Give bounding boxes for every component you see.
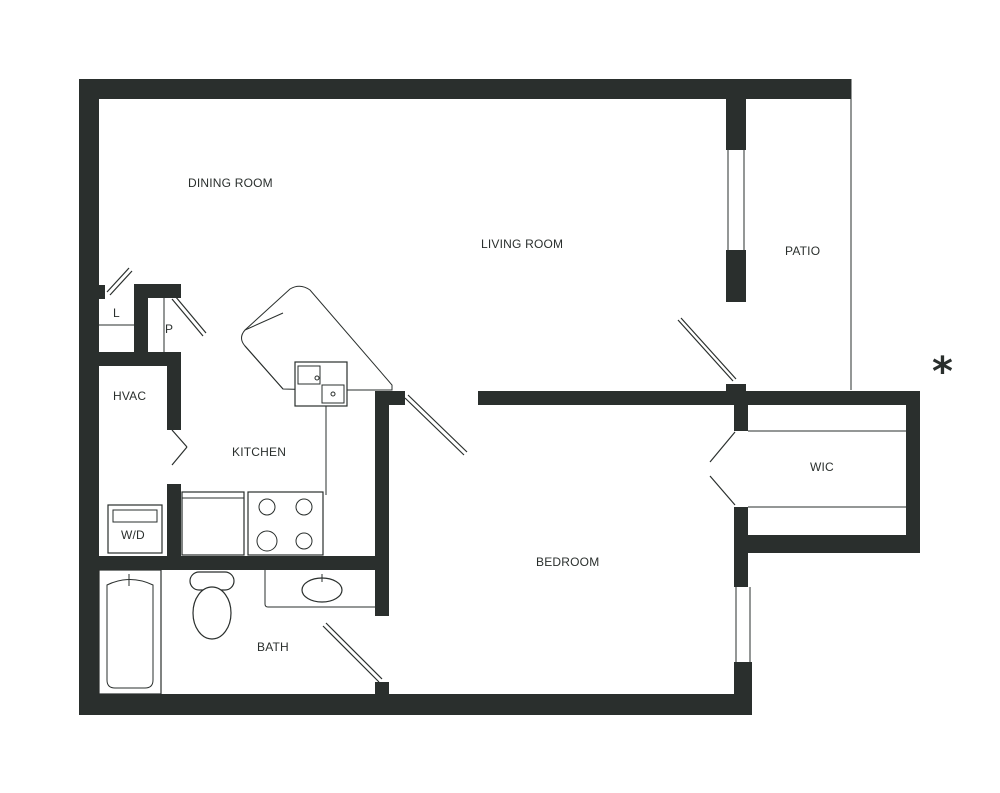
- bedroom-window: [735, 587, 751, 662]
- label-pantry: P: [165, 322, 173, 336]
- bathtub: [98, 569, 162, 695]
- wall-bottom: [79, 694, 752, 715]
- door-wic: [709, 431, 736, 463]
- wall-top: [79, 79, 851, 99]
- refrigerator: [181, 491, 245, 556]
- bath-fixtures: [98, 569, 375, 695]
- wall-post-living: [726, 384, 746, 398]
- label-bedroom: BEDROOM: [536, 555, 599, 569]
- wall-right-bedroom-lower: [734, 662, 752, 715]
- door-laundry: [106, 267, 130, 293]
- label-living-room: LIVING ROOM: [481, 237, 563, 251]
- door-bath: [322, 625, 380, 683]
- label-laundry: L: [113, 306, 120, 320]
- label-wic: WIC: [810, 460, 834, 474]
- kitchen-appliances: [181, 491, 324, 556]
- washer-dryer: [107, 504, 163, 554]
- door-living-bedroom: [404, 397, 465, 456]
- label-patio: PATIO: [785, 244, 820, 258]
- doors: [106, 267, 737, 683]
- door-hvac: [171, 429, 188, 448]
- door-patio: [677, 319, 734, 382]
- door-pantry: [171, 298, 204, 337]
- vanity-sink: [264, 570, 375, 608]
- patio-window: [727, 150, 745, 250]
- label-hvac: HVAC: [113, 389, 146, 403]
- wall-left: [79, 79, 99, 715]
- wall-living-right-mid: [726, 250, 746, 302]
- stove: [247, 491, 324, 556]
- label-bath: BATH: [257, 640, 289, 654]
- kitchen-island: [241, 285, 393, 495]
- wall-bedroom-left: [375, 391, 389, 616]
- asterisk-marker: *: [932, 349, 953, 395]
- label-dining-room: DINING ROOM: [188, 176, 273, 190]
- toilet: [189, 571, 235, 640]
- label-kitchen: KITCHEN: [232, 445, 286, 459]
- closet-walls: [99, 284, 181, 570]
- wall-living-right-upper: [726, 95, 746, 150]
- label-washer-dryer: W/D: [121, 528, 145, 542]
- exterior-walls: [79, 79, 852, 715]
- wic-walls: [734, 391, 920, 553]
- wall-living-bedroom: [478, 391, 920, 405]
